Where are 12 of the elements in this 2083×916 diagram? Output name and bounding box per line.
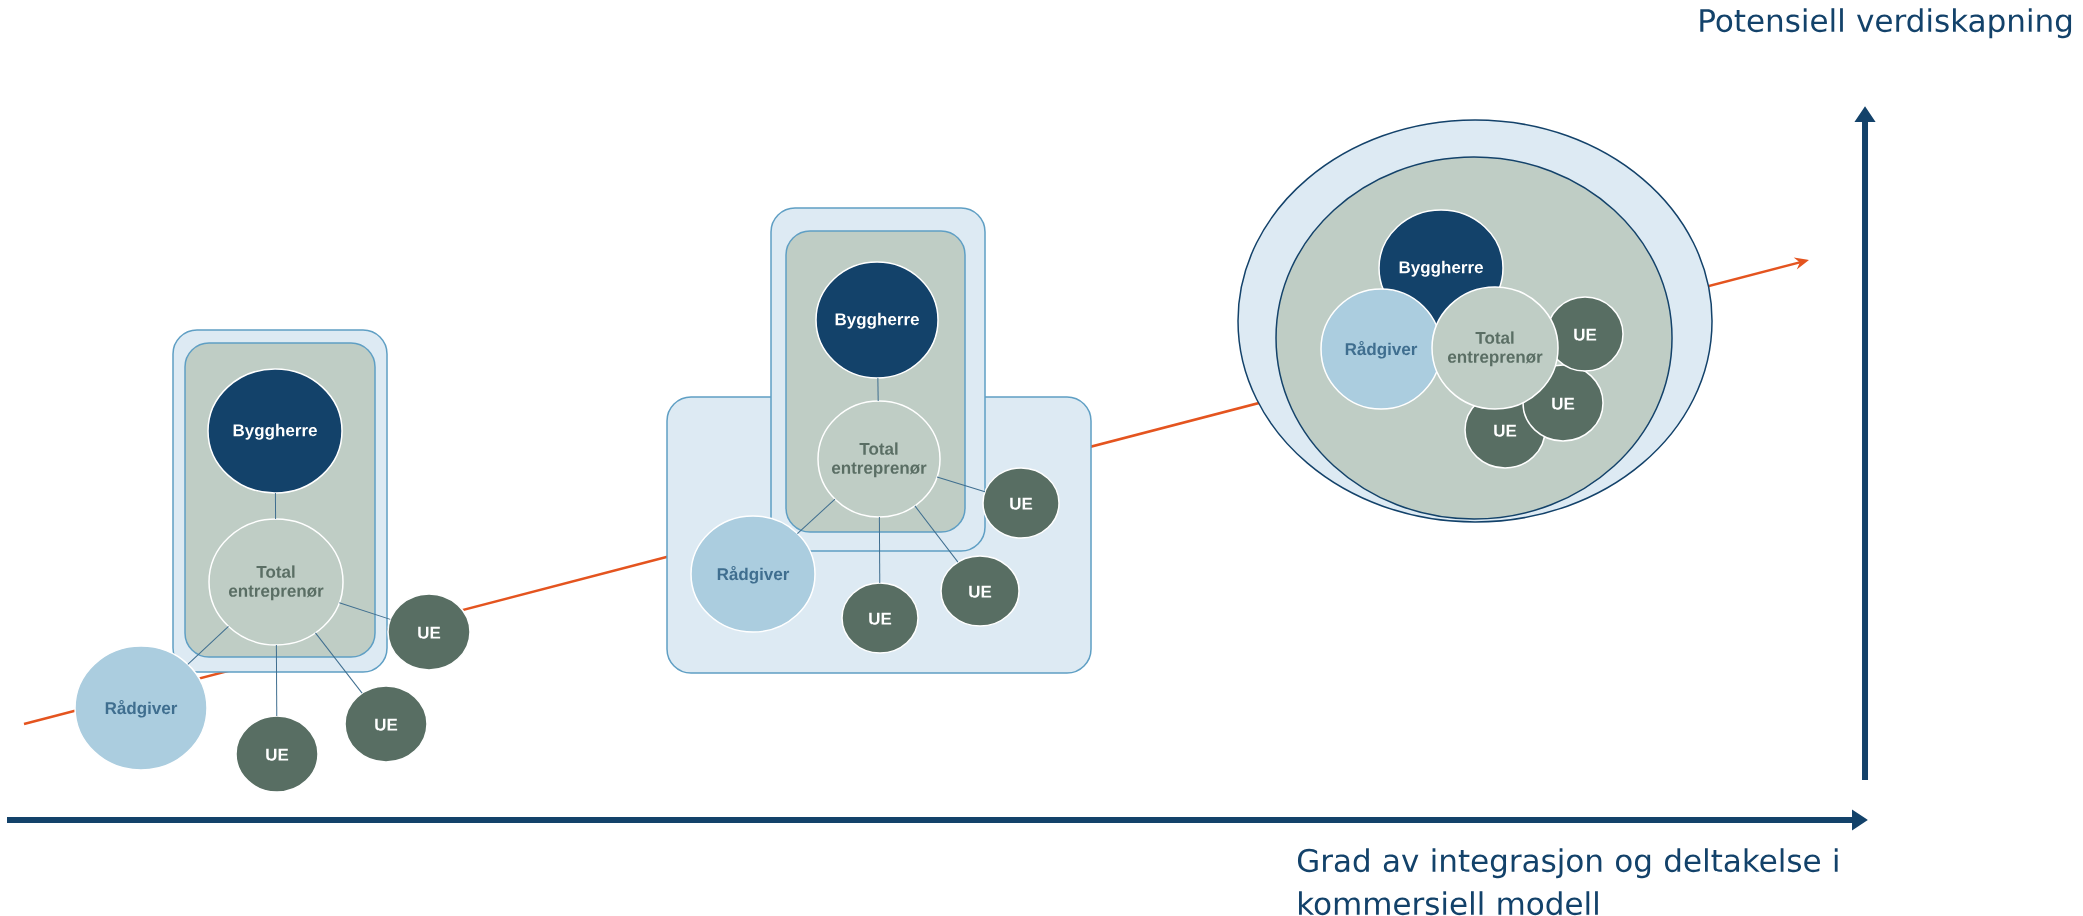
connector-line — [338, 602, 391, 620]
connector-line — [275, 644, 278, 717]
axis-label: Potensiell verdiskapning — [1700, 8, 2072, 39]
connector-line — [314, 632, 363, 694]
connector-line — [187, 625, 229, 665]
connector-line — [914, 505, 959, 563]
connector-line — [796, 498, 836, 534]
connector-line — [878, 516, 881, 584]
axis-label: Grad av integrasjon og deltakelse i kommersiell modell — [1297, 848, 1838, 916]
connector-line — [274, 492, 277, 520]
connector-line — [877, 377, 879, 402]
connector-line — [936, 476, 986, 493]
